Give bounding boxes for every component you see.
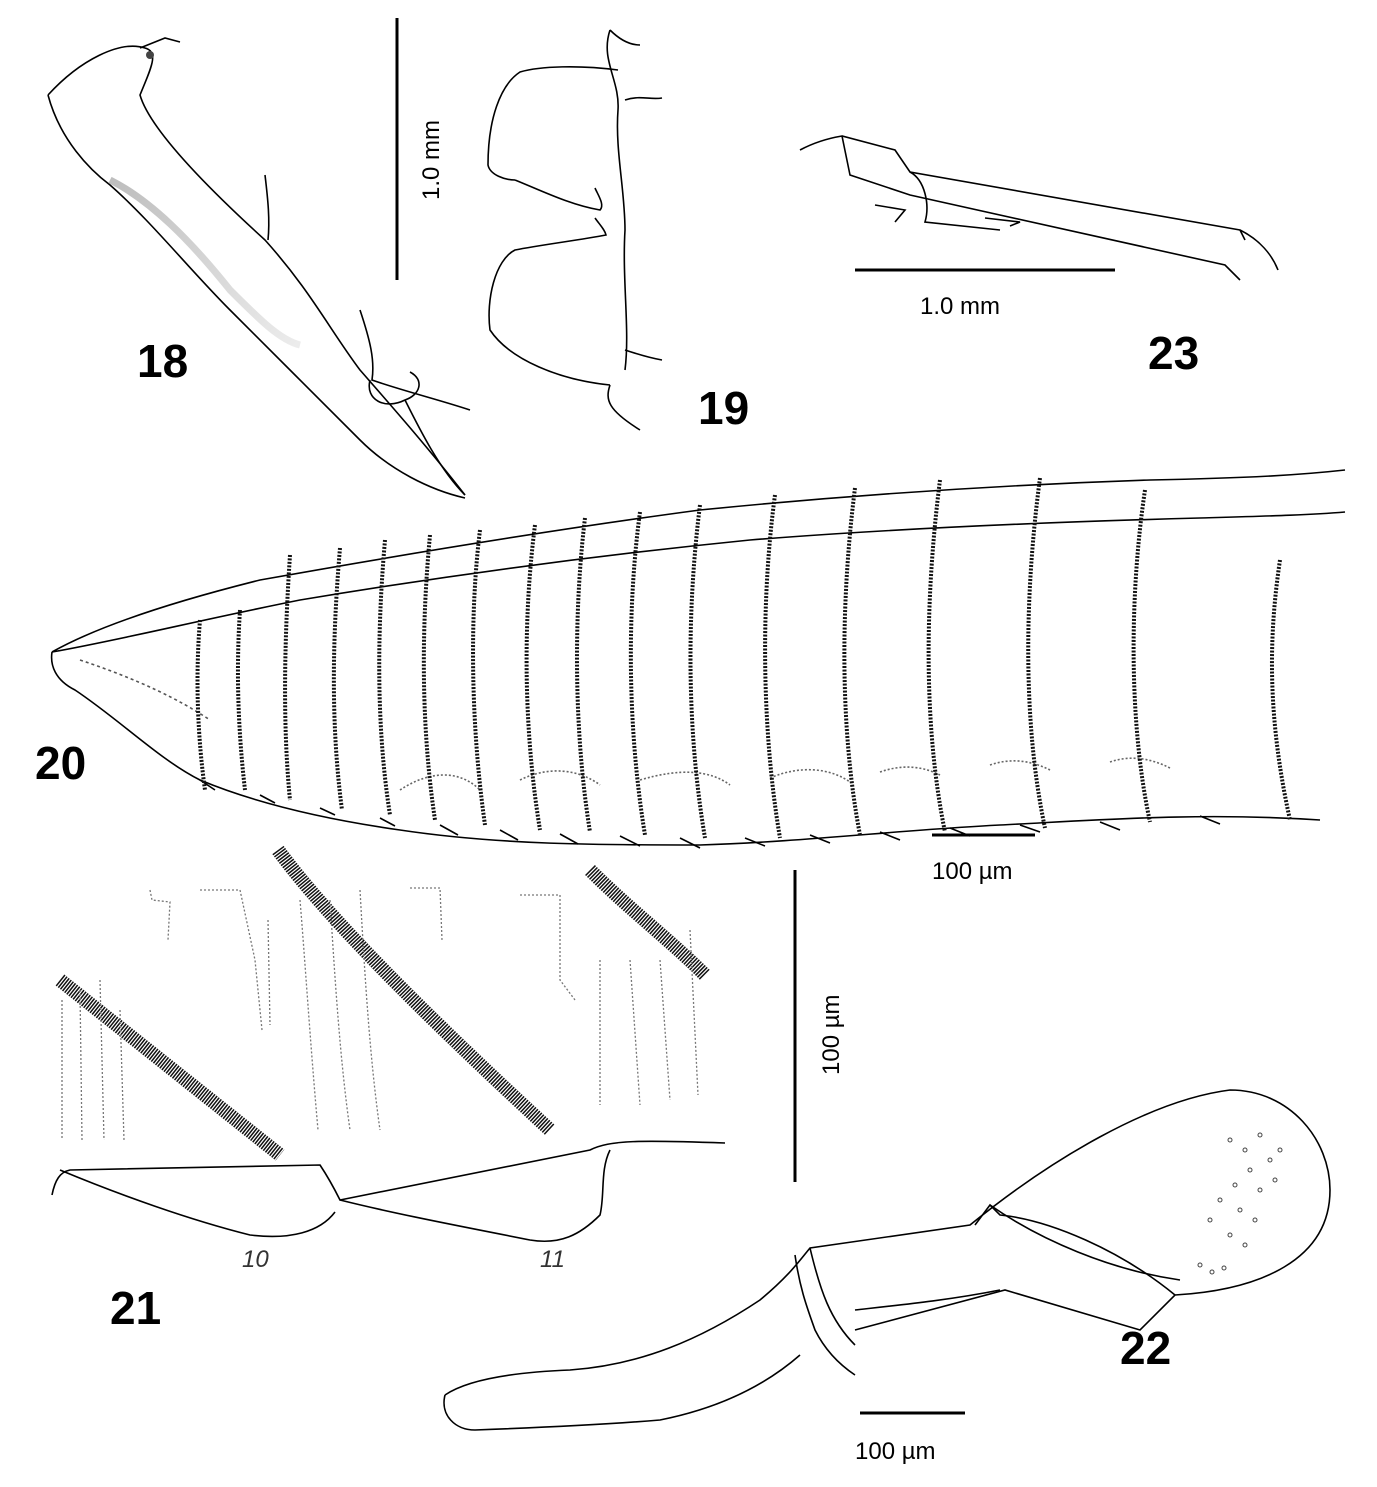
- figure-23-drawing: [799, 135, 1279, 281]
- segment-number-10: 10: [242, 1246, 269, 1273]
- scale-label-20: 100 µm: [932, 858, 1013, 885]
- scale-label-18-19: 1.0 mm: [418, 119, 445, 200]
- figure-21-setae: [55, 845, 710, 1161]
- figure-21-papillae: [61, 887, 699, 1141]
- scale-label-21: 100 µm: [818, 994, 845, 1075]
- figure-number-18: 18: [137, 335, 189, 387]
- figure-number-21: 21: [110, 1282, 162, 1334]
- figure-number-19: 19: [698, 382, 750, 434]
- scale-label-22: 100 µm: [855, 1438, 936, 1465]
- figure-20-setae: [195, 477, 1292, 839]
- figure-number-23: 23: [1148, 327, 1200, 379]
- segment-number-11: 11: [540, 1246, 565, 1273]
- figure-number-20: 20: [35, 737, 87, 789]
- figure-18-drawing: [47, 37, 471, 499]
- figure-22-pores: [1197, 1132, 1283, 1275]
- scale-label-23: 1.0 mm: [920, 293, 1001, 320]
- figure-21-drawing: [51, 1140, 726, 1243]
- figure-number-22: 22: [1120, 1322, 1172, 1374]
- figure-22-drawing: [443, 1089, 1331, 1431]
- figure-19-drawing: [487, 29, 663, 431]
